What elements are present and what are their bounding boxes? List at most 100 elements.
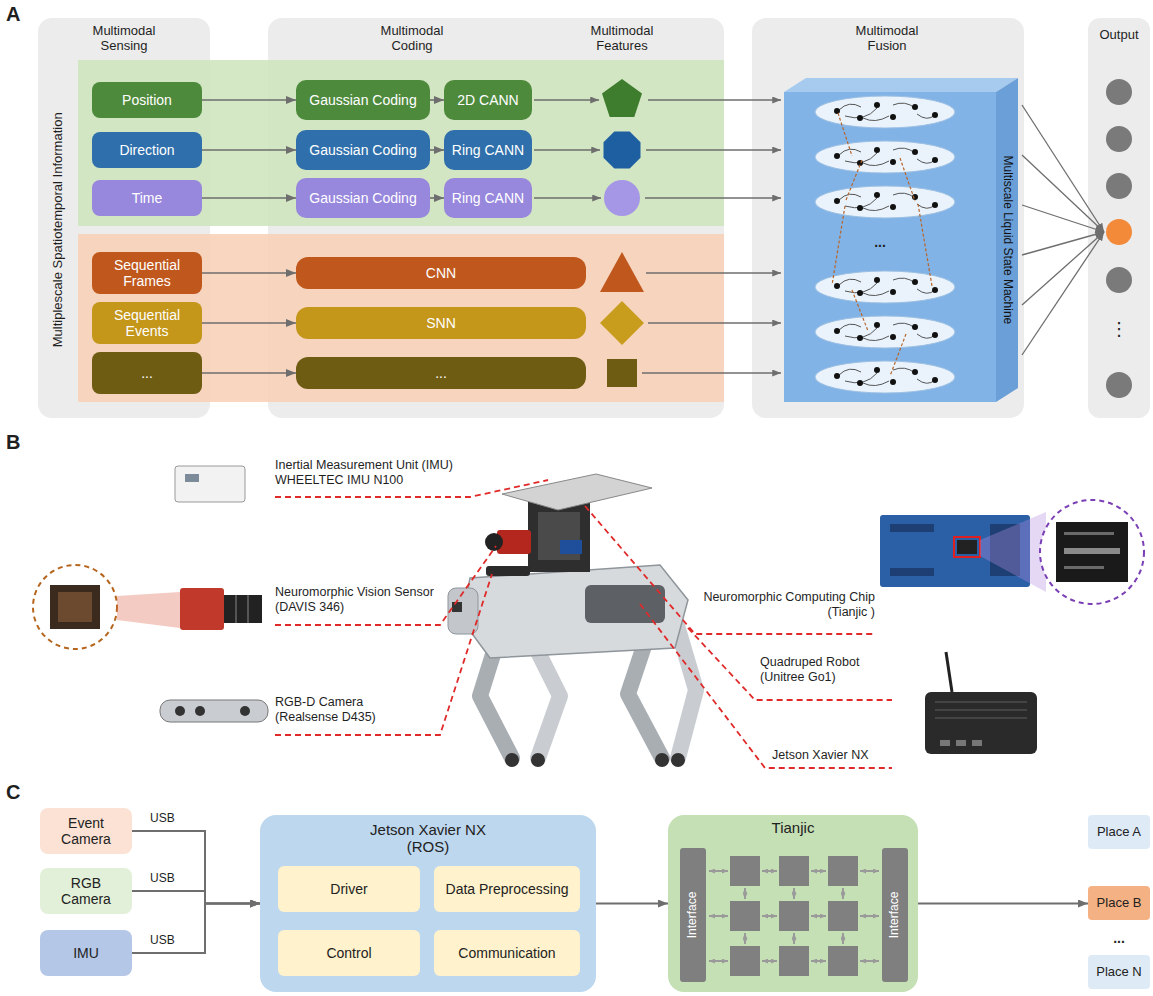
robot-dog	[560, 540, 582, 554]
box-text: SNN	[426, 315, 456, 331]
chip-board	[1040, 500, 1144, 604]
event-camera	[235, 595, 237, 623]
core-link	[709, 870, 728, 872]
panel: Output	[1088, 18, 1150, 418]
depth-camera	[195, 706, 205, 716]
interface-bar: Interface	[680, 848, 706, 982]
robot-dog	[505, 753, 519, 767]
part-label: Jetson Xavier NX	[772, 748, 902, 763]
reservoir-layer	[815, 141, 955, 173]
chip-board	[1064, 566, 1104, 569]
lsm-box: Multiscale Liquid State Machine	[784, 78, 1020, 402]
chip-ground	[668, 815, 918, 992]
box-text: Gaussian Coding	[309, 92, 416, 108]
feature-arrow	[648, 99, 781, 101]
box-text: Gaussian Coding	[309, 142, 416, 158]
core-grid	[730, 901, 760, 931]
box-text: Direction	[119, 142, 174, 158]
imu-device	[175, 466, 245, 502]
imu-device	[185, 474, 199, 482]
port-label: USB	[150, 871, 175, 885]
feature-arrow	[534, 149, 600, 151]
modality-band	[78, 60, 724, 226]
leader-line	[275, 574, 492, 735]
core-link	[860, 915, 879, 917]
encoder-box: CNN	[296, 257, 586, 289]
host-box: Jetson Xavier NX (ROS)DriverData Preproc…	[260, 815, 596, 992]
cann-box: Ring CANN	[444, 130, 532, 170]
jetson-module	[935, 709, 1027, 711]
core-link	[762, 915, 777, 917]
coding-box: Gaussian Coding	[296, 130, 430, 170]
encoder-box: SNN	[296, 307, 586, 339]
feature-arrow	[648, 322, 781, 324]
output-arrow	[1022, 155, 1104, 232]
reservoir-block	[996, 78, 1018, 402]
output-neuron	[1106, 219, 1132, 245]
input-box: Time	[92, 180, 202, 216]
core-link	[860, 870, 879, 872]
port-label: USB	[150, 933, 175, 947]
core-link	[811, 870, 826, 872]
box-text: Place A	[1097, 825, 1141, 840]
box-text: Position	[122, 92, 172, 108]
core-link	[842, 888, 844, 899]
core-grid	[828, 901, 858, 931]
chip-board	[880, 500, 1144, 604]
part-label: Inertial Measurement Unit (IMU) WHEELTEC…	[275, 458, 475, 488]
heading-text: Jetson Xavier NX (ROS)	[353, 821, 503, 856]
panel-letter: B	[6, 430, 20, 454]
feature-shape	[602, 79, 642, 117]
box-text: Gaussian Coding	[309, 190, 416, 206]
core-link	[842, 933, 844, 944]
axis-title: Multiplescale Spatiotemporal Information	[50, 65, 66, 395]
chip-board	[1064, 532, 1114, 535]
input-box: Sequential Frames	[92, 252, 202, 294]
feature-arrow	[534, 197, 601, 199]
jetson-module	[925, 692, 1037, 754]
heading-text: Multimodal Features	[574, 24, 670, 54]
box-text: Communication	[458, 945, 555, 961]
inter-layer-link	[900, 158, 915, 201]
robot-dog	[676, 622, 696, 758]
interface-bar: Interface	[882, 848, 908, 982]
modality-band	[78, 234, 724, 402]
reservoir-block	[784, 78, 1018, 92]
connector	[430, 149, 444, 151]
heading-text: Interface	[686, 855, 700, 975]
robot-dog	[671, 753, 685, 767]
feature-arrow	[534, 99, 599, 101]
jetson-module	[935, 701, 1027, 703]
module-box: Communication	[434, 930, 580, 976]
modality-band	[78, 60, 724, 402]
chip-board	[954, 537, 980, 557]
reservoir-layer	[815, 271, 955, 303]
core-grid	[828, 856, 858, 886]
output-arrow	[1022, 105, 1104, 232]
robot-dog	[485, 533, 503, 551]
connector	[202, 372, 296, 374]
chip-board	[980, 512, 1046, 592]
heading-text: Multimodal Coding	[364, 24, 460, 54]
depth-camera	[160, 700, 268, 722]
event-camera	[50, 585, 100, 629]
leader-line	[585, 506, 875, 634]
panel-ground	[38, 18, 1150, 418]
sensor-box: RGB Camera	[40, 868, 132, 914]
core-grid	[779, 856, 809, 886]
reservoir-block	[784, 78, 1018, 402]
chip-board	[1064, 548, 1120, 554]
panel-letter: C	[6, 780, 20, 804]
core-grid	[730, 946, 760, 976]
chip-ground	[668, 815, 918, 992]
coding-box: Gaussian Coding	[296, 80, 430, 120]
box-text: CNN	[426, 265, 456, 281]
robot-dog	[452, 602, 462, 612]
jetson-module	[935, 717, 1027, 719]
output-arrow	[1022, 232, 1104, 355]
core-link	[860, 960, 879, 962]
depth-camera	[175, 706, 185, 716]
place-box: Place N	[1088, 955, 1150, 989]
part-label: Neuromorphic Computing Chip (Tianjic )	[690, 590, 875, 620]
module-box: Control	[278, 930, 420, 976]
